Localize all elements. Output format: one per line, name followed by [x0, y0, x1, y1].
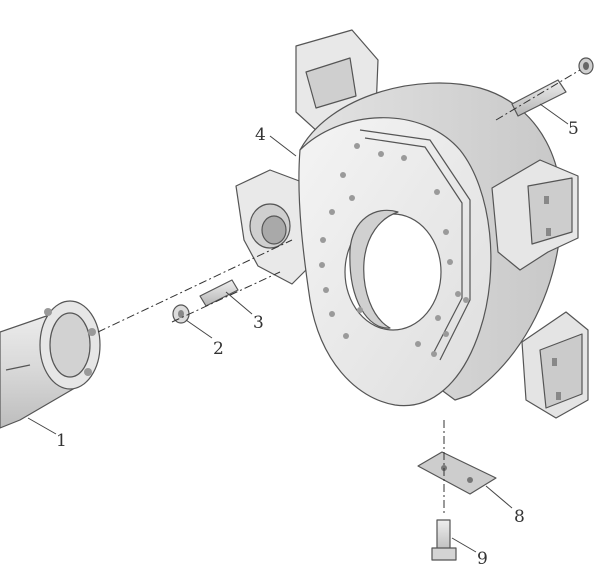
bolt-part — [511, 57, 594, 117]
callout-9: 9 — [477, 549, 488, 569]
callout-4: 4 — [255, 125, 266, 145]
callout-8: 8 — [514, 507, 525, 527]
housing-bolt-holes — [319, 143, 469, 357]
assembly-axes — [97, 69, 581, 516]
pin-part — [199, 279, 239, 307]
callout-5: 5 — [568, 119, 579, 139]
leader-lines — [27, 103, 569, 553]
plate-part — [417, 451, 497, 495]
screw-part — [431, 519, 457, 561]
washer-part — [172, 304, 190, 324]
housing-part — [235, 29, 589, 419]
callout-2: 2 — [213, 339, 224, 359]
callout-labels: 1 2 3 4 5 8 9 — [56, 119, 579, 569]
shaft-part — [0, 300, 101, 429]
callout-1: 1 — [56, 431, 67, 451]
callout-3: 3 — [253, 313, 264, 333]
